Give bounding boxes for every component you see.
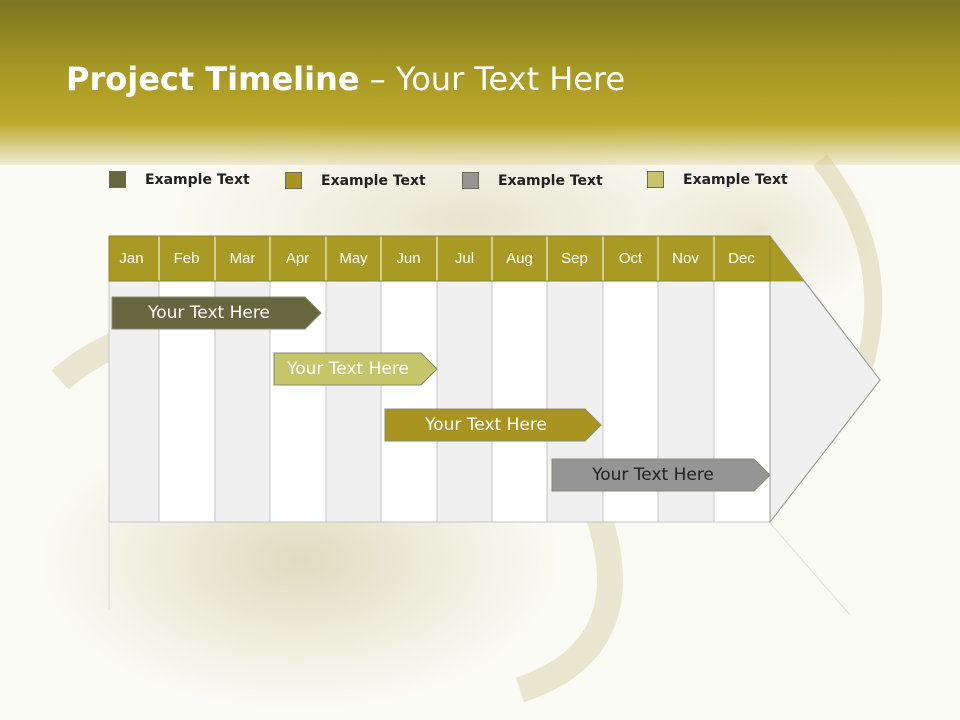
task-bar-label-1: Your Text Here (148, 303, 270, 323)
task-bar-label-4: Your Text Here (592, 465, 714, 485)
task-bar (384, 408, 602, 442)
task-bar-label-2: Your Text Here (287, 359, 409, 379)
month-column (325, 280, 382, 523)
month-label-apr: Apr (285, 250, 310, 267)
month-label-sep: Sep (561, 250, 588, 267)
legend-item-2: Example Text (285, 172, 426, 189)
legend-label-4: Example Text (683, 171, 788, 188)
page-title: Project Timeline – Your Text Here (66, 60, 625, 98)
month-label-may: May (339, 250, 368, 267)
month-label-jun: Jun (396, 250, 421, 267)
task-bar-label-3: Your Text Here (425, 415, 547, 435)
legend-label-3: Example Text (498, 172, 603, 189)
month-column (436, 280, 493, 523)
legend-swatch-2 (285, 172, 302, 189)
legend-swatch-1 (109, 171, 126, 188)
legend-label-2: Example Text (321, 172, 426, 189)
month-label-jul: Jul (454, 250, 475, 267)
timeline-header-strip (109, 236, 804, 281)
legend-item-1: Example Text (109, 171, 250, 188)
task-bar (551, 458, 771, 492)
month-label-aug: Aug (506, 250, 533, 267)
header-band (0, 0, 960, 165)
month-label-mar: Mar (229, 250, 256, 267)
month-column (380, 280, 438, 523)
legend-item-3: Example Text (462, 172, 603, 189)
month-label-jan: Jan (119, 250, 144, 267)
month-label-dec: Dec (728, 250, 755, 267)
header-outline (108, 235, 771, 282)
month-label-oct: Oct (618, 250, 643, 267)
timeline-reflection (108, 522, 851, 616)
arrow-tip (769, 280, 881, 524)
month-label-feb: Feb (173, 250, 200, 267)
legend-label-1: Example Text (145, 171, 250, 188)
task-bar (111, 296, 322, 330)
month-label-nov: Nov (672, 250, 699, 267)
month-column (491, 280, 548, 523)
legend-swatch-3 (462, 172, 479, 189)
legend-item-4: Example Text (647, 171, 788, 188)
legend-swatch-4 (647, 171, 664, 188)
task-bar (273, 352, 438, 386)
title-bold: Project Timeline (66, 60, 360, 98)
title-rest: – Your Text Here (359, 60, 626, 98)
